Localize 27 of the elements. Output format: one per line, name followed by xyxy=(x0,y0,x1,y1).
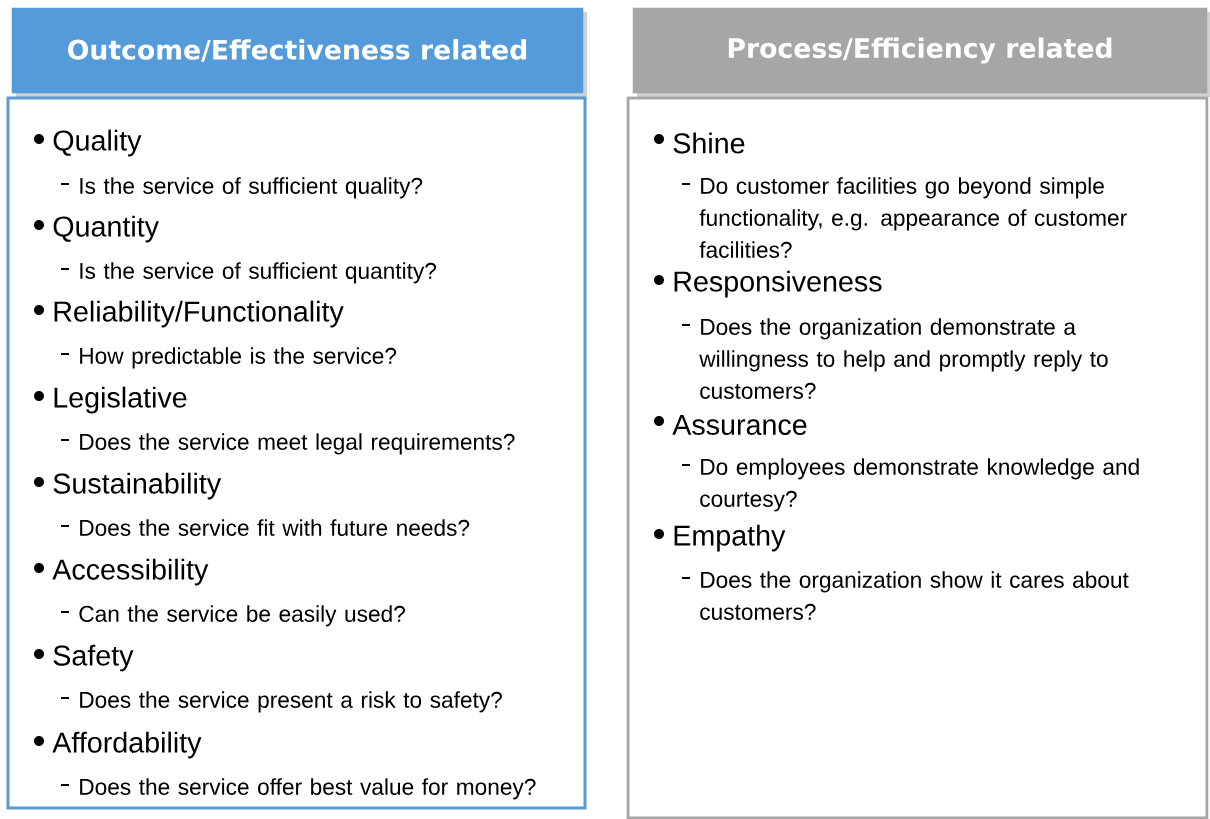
list-item-heading: Safety xyxy=(34,644,134,672)
list-item-description: Does the organization demonstrate a willingness to help and promptly reply to customers? xyxy=(681,318,1108,399)
list-item-description: Does the service meet legal requirements? xyxy=(60,433,515,455)
list-item-heading: Accessibility xyxy=(34,558,209,586)
list-item-heading: Sustainability xyxy=(34,472,222,500)
header-bar: Process/Efficiency related xyxy=(632,7,1210,97)
list-item-heading: Shine xyxy=(654,132,745,154)
list-item-description: Does the service offer best value for money? xyxy=(60,778,536,800)
list-item-heading: Empathy xyxy=(654,524,786,552)
list-item-description: Is the service of sufficient quality? xyxy=(60,177,423,199)
list-item-heading: Responsiveness xyxy=(654,270,882,298)
list-item-description: Does the service present a risk to safety? xyxy=(60,691,502,713)
list-item-description: Do customer facilities go beyond simple functionality, e.g. appearance of customer facilities? xyxy=(681,177,1127,258)
list-item-heading: Quantity xyxy=(34,215,159,243)
list-item-heading: Quality xyxy=(34,129,142,157)
list-item-description: Can the service be easily used? xyxy=(60,605,405,627)
list-item-heading: Assurance xyxy=(654,415,807,435)
list-item-description: Do employees demonstrate knowledge and courtesy? xyxy=(681,458,1139,512)
list-item-heading: Affordability xyxy=(34,731,202,759)
node-label: Process/Efficiency related xyxy=(728,37,1112,64)
list-item-description: How predictable is the service? xyxy=(60,347,397,369)
list-item-description: Is the service of sufficient quantity? xyxy=(60,262,437,284)
list-item-description: Does the organization show it cares about customers? xyxy=(681,571,1129,620)
list-item-heading: Reliability/Functionality xyxy=(34,300,344,328)
list-item-heading: Legislative xyxy=(34,386,187,414)
header-bar: Outcome/Effectiveness related xyxy=(11,7,587,97)
list-item-description: Does the service fit with future needs? xyxy=(60,519,470,536)
